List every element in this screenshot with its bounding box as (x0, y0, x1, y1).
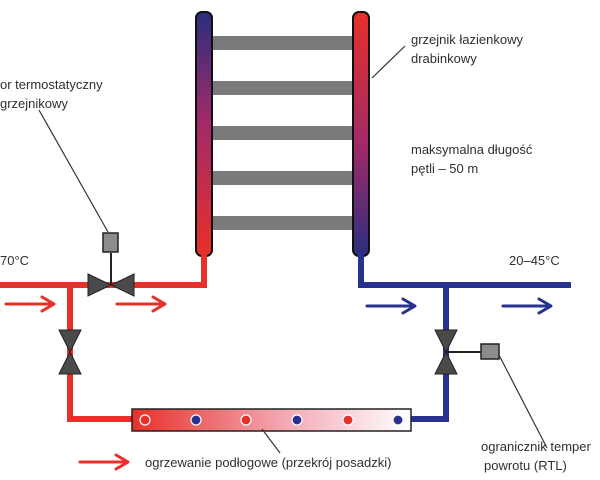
valve-icon (434, 329, 458, 375)
pipe-section-supply (342, 414, 354, 426)
floor-heating-slab (131, 408, 412, 432)
radiator-rung (210, 36, 356, 50)
floor-pipe-sections (139, 414, 404, 426)
valve-icon (58, 329, 82, 375)
pipe-section-return (190, 414, 202, 426)
arrow-right-icon (365, 297, 417, 315)
actuator-icon (480, 343, 500, 360)
rtl-valve (434, 329, 500, 375)
return-piping (358, 253, 571, 422)
arrow-right-icon (115, 295, 167, 313)
radiator-rung (210, 81, 356, 95)
radiator-rung (210, 171, 356, 185)
flow-arrows (4, 295, 553, 471)
radiator-label: grzejnik łazienkowy drabinkowy (411, 32, 523, 66)
pipe-section-supply (139, 414, 151, 426)
arrow-right-icon (4, 295, 56, 313)
leader-lines (38, 45, 548, 454)
pipe-section-return (392, 414, 404, 426)
thermostatic-valve-label: or termostatyczny grzejnikowy (0, 77, 103, 111)
radiator-rung (210, 126, 356, 140)
arrow-right-icon (501, 297, 553, 315)
return-temp-label: 20–45°C (509, 253, 560, 268)
loop-length-label: maksymalna długość pętli – 50 m (411, 142, 533, 176)
supply-temp-label: 70°C (0, 253, 30, 268)
pipe-section-supply (240, 414, 252, 426)
valve-icon (87, 273, 135, 297)
actuator-icon (102, 232, 119, 253)
floor-heating-label: ogrzewanie podłogowe (przekrój posadzki) (145, 455, 392, 470)
radiator-right-column (352, 11, 370, 257)
arrow-right-icon (78, 453, 130, 471)
radiator-rung (210, 216, 356, 230)
rtl-label: ogranicznik temper powrotu (RTL) (481, 439, 591, 473)
radiator-left-column (195, 11, 213, 257)
radiator-rungs (210, 36, 356, 230)
thermostatic-valve (87, 232, 135, 297)
pipe-section-return (291, 414, 303, 426)
